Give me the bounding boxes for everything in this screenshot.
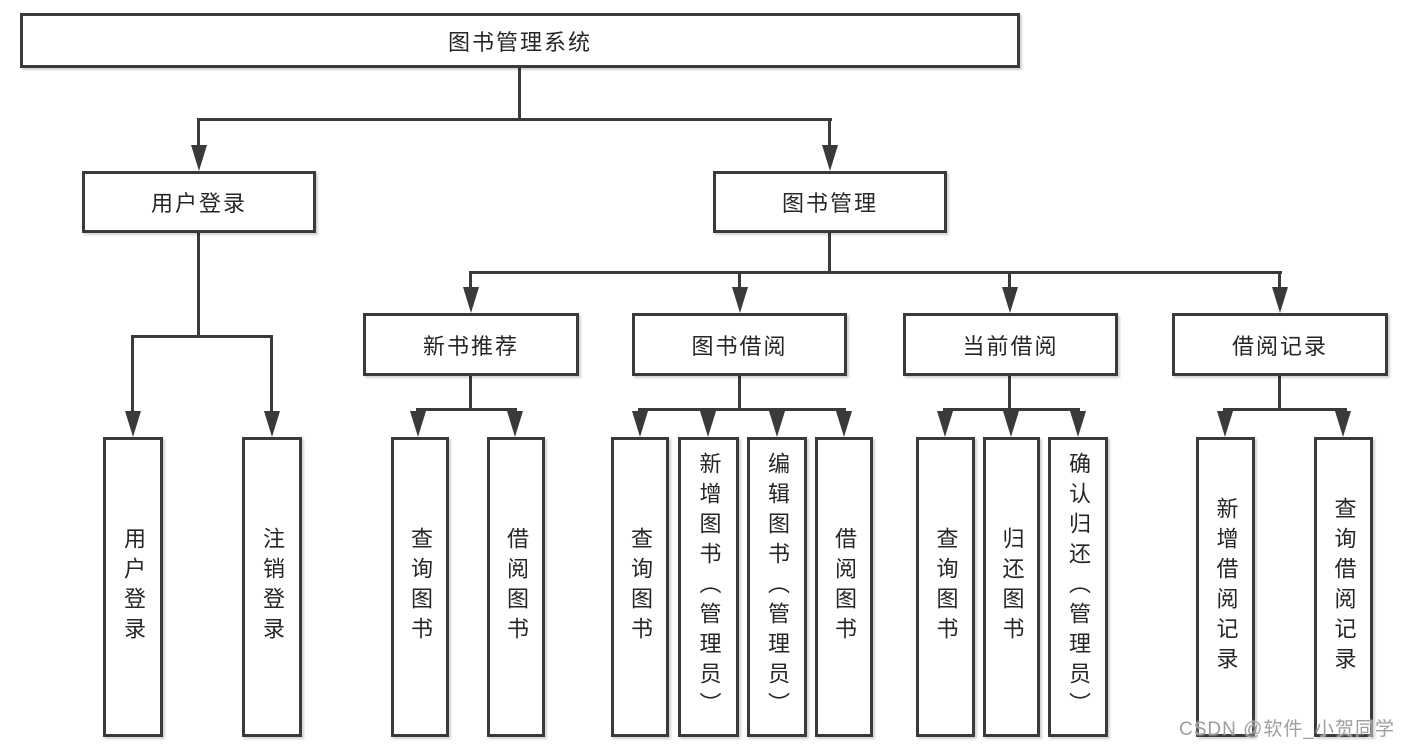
connector-root-vline — [518, 66, 521, 120]
connector-mgmt-stem-3 — [1008, 271, 1011, 290]
csdn-watermark: CSDN @软件_小贺同学 — [1179, 719, 1395, 740]
leaf-newbook-query-book: 查询图书 — [391, 437, 449, 737]
node-new-book-recommend: 新书推荐 — [363, 313, 579, 376]
connector-newbook-hline — [416, 408, 517, 411]
arrow-down-icon — [732, 287, 748, 313]
arrow-down-icon — [700, 411, 716, 437]
connector-mgmt-stem-1 — [469, 271, 472, 290]
arrow-down-icon — [1272, 287, 1288, 313]
connector-records-vline — [1278, 376, 1281, 411]
arrow-down-icon — [1335, 411, 1351, 437]
leaf-borrow-query-book: 查询图书 — [611, 437, 669, 737]
arrow-down-icon — [1217, 411, 1233, 437]
leaf-borrow-edit-book-admin: 编辑图书（管理员） — [747, 437, 807, 737]
arrow-down-icon — [937, 411, 953, 437]
connector-mgmt-stem-2 — [738, 271, 741, 290]
arrow-down-icon — [822, 145, 838, 171]
arrow-down-icon — [836, 411, 852, 437]
arrow-down-icon — [410, 411, 426, 437]
connector-root-hline — [197, 118, 832, 121]
connector-userlogin-hline — [131, 335, 273, 338]
arrow-down-icon — [632, 411, 648, 437]
arrow-down-icon — [264, 411, 280, 437]
connector-root-stem-left — [197, 118, 200, 150]
node-borrow-records: 借阅记录 — [1172, 313, 1388, 376]
connector-current-hline — [943, 408, 1080, 411]
arrow-down-icon — [1003, 411, 1019, 437]
arrow-down-icon — [769, 411, 785, 437]
leaf-borrow-add-book-admin: 新增图书（管理员） — [678, 437, 739, 737]
arrow-down-icon — [507, 411, 523, 437]
arrow-down-icon — [463, 287, 479, 313]
arrow-down-icon — [125, 411, 141, 437]
arrow-down-icon — [1002, 287, 1018, 313]
connector-records-hline — [1223, 408, 1347, 411]
node-user-login: 用户登录 — [82, 171, 316, 233]
leaf-records-add-record: 新增借阅记录 — [1196, 437, 1255, 737]
connector-mgmt-stem-4 — [1278, 271, 1281, 290]
connector-root-stem-right — [828, 118, 831, 150]
connector-mgmt-hline — [469, 271, 1282, 274]
connector-userlogin-vline — [197, 233, 200, 337]
connector-current-vline — [1008, 376, 1011, 411]
leaf-records-query-record: 查询借阅记录 — [1314, 437, 1373, 737]
leaf-logout: 注销登录 — [242, 437, 302, 737]
connector-borrow-vline — [738, 376, 741, 411]
node-current-borrow: 当前借阅 — [903, 313, 1118, 376]
node-book-borrow: 图书借阅 — [632, 313, 847, 376]
node-book-management: 图书管理 — [713, 171, 947, 233]
connector-userlogin-stem-right — [270, 335, 273, 411]
leaf-current-confirm-return-admin: 确认归还（管理员） — [1048, 437, 1108, 737]
node-root-system: 图书管理系统 — [20, 13, 1020, 68]
leaf-borrow-borrow-book: 借阅图书 — [815, 437, 873, 737]
arrow-down-icon — [191, 145, 207, 171]
connector-mgmt-vline — [828, 233, 831, 274]
connector-borrow-hline — [638, 408, 846, 411]
leaf-current-return-book: 归还图书 — [983, 437, 1040, 737]
leaf-user-login: 用户登录 — [103, 437, 163, 737]
leaf-current-query-book: 查询图书 — [916, 437, 975, 737]
connector-userlogin-stem-left — [131, 335, 134, 411]
connector-newbook-vline — [469, 376, 472, 411]
leaf-newbook-borrow-book: 借阅图书 — [487, 437, 545, 737]
arrow-down-icon — [1070, 411, 1086, 437]
